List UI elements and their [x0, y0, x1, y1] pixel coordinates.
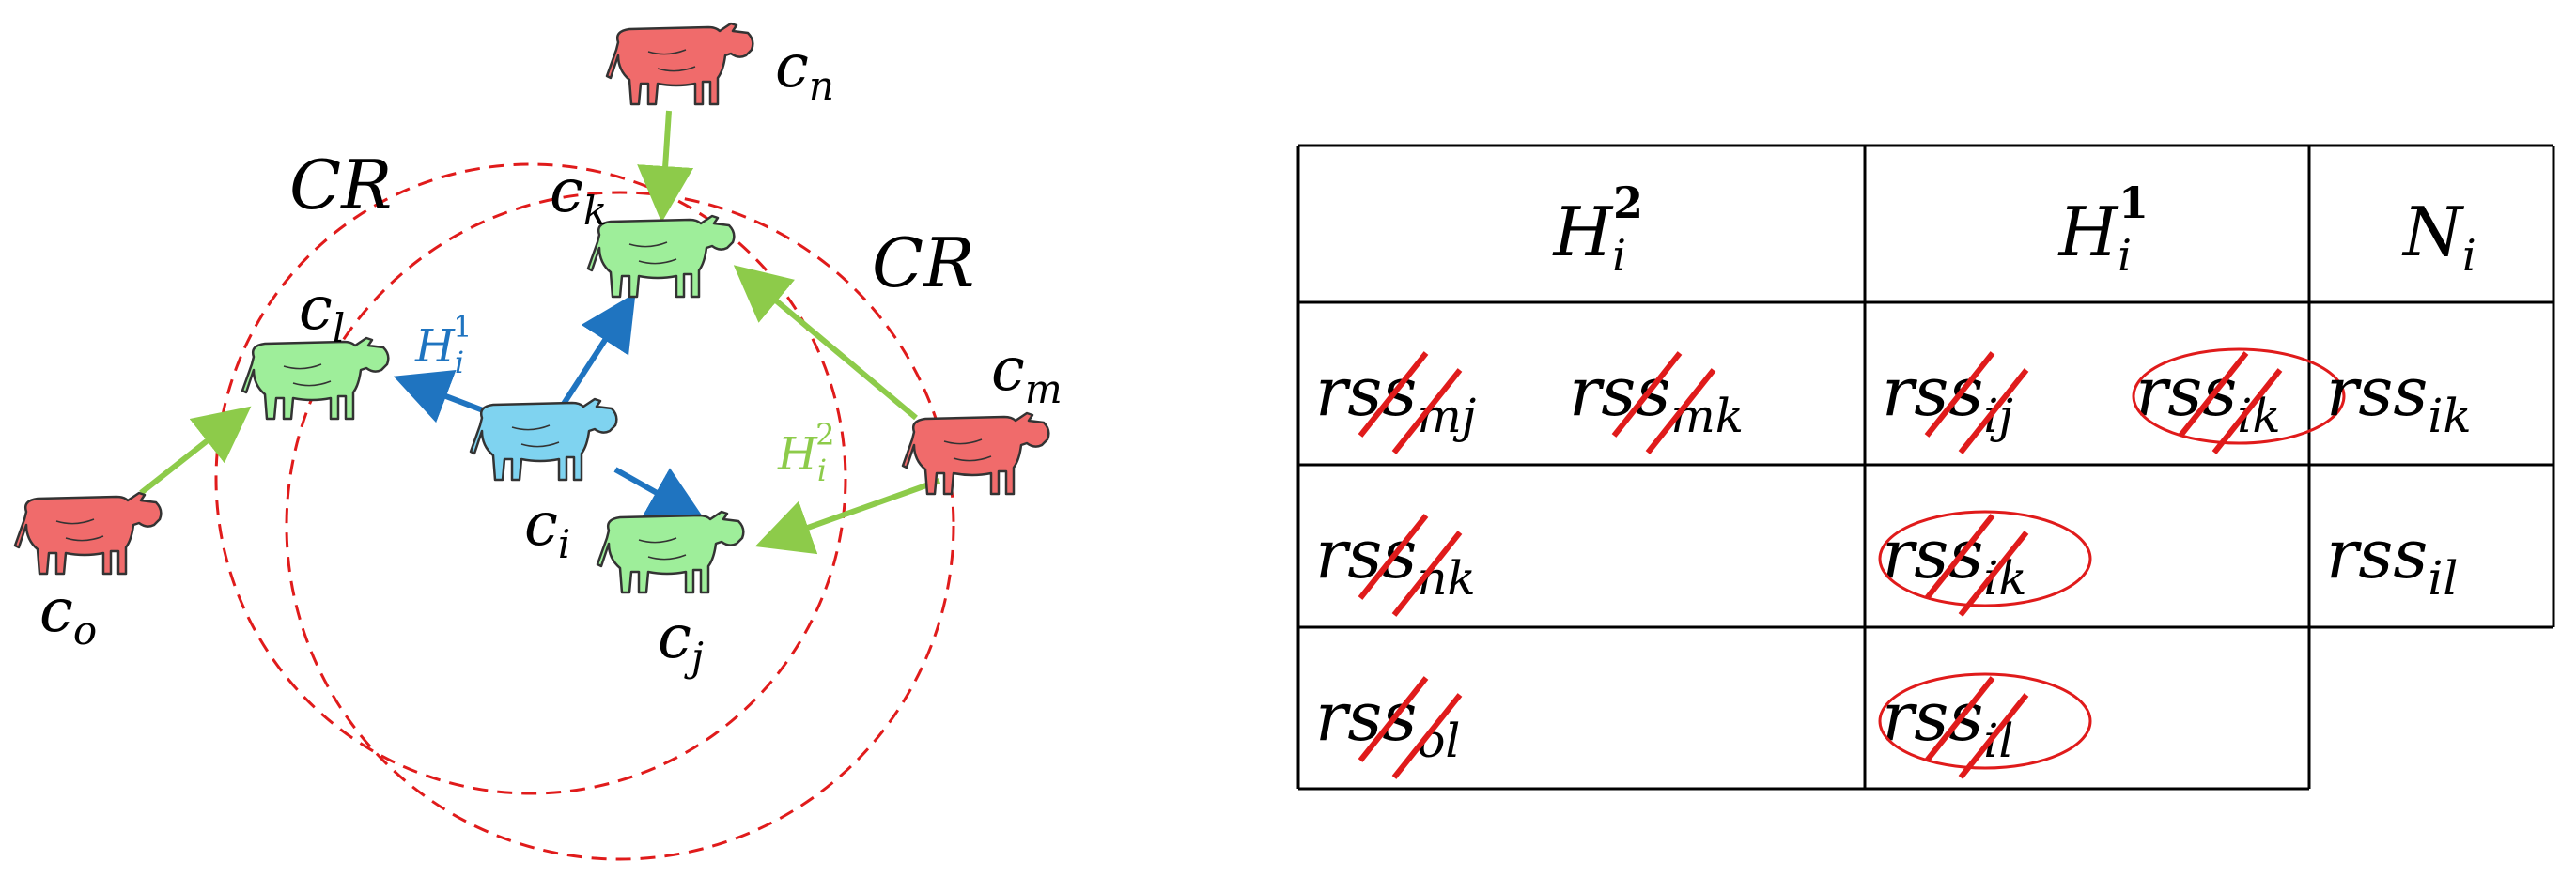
strike-mark — [1391, 368, 1463, 454]
strike-mark — [1391, 531, 1463, 617]
table-header-2: Hi1 — [2057, 177, 2149, 281]
range-label-right: CR — [872, 223, 974, 302]
table-header-1: Hi2 — [1552, 177, 1644, 281]
table-entry: rssol — [1315, 677, 1460, 768]
cow-l-icon — [241, 336, 390, 421]
table-entry: rssik — [1882, 515, 2027, 606]
arrow-i-to-j — [613, 467, 706, 520]
cow-m-icon — [901, 411, 1050, 496]
range-circle-left — [214, 162, 847, 795]
cow-l-label: cl — [299, 274, 345, 351]
strike-mark — [2178, 351, 2249, 438]
strike-mark — [1645, 368, 1716, 454]
cow-o-icon — [13, 491, 163, 576]
table-entry: rssnk — [1315, 515, 1476, 606]
strike-mark — [1958, 368, 2029, 454]
rss-table: Hi2 Hi1 Ni rssmj rssmk rssij rssik rssik rssnk rs… — [1296, 144, 2555, 791]
strike-mark — [1358, 514, 1429, 600]
cow-i-label: ci — [524, 490, 570, 567]
range-label-left: CR — [289, 146, 392, 224]
arrow-i-to-k — [561, 292, 636, 406]
table-header-3: Ni — [2401, 192, 2476, 281]
strike-mark — [1391, 693, 1463, 779]
cow-k-label: ck — [550, 157, 607, 234]
table-entry: rssij — [1882, 352, 2013, 443]
table-entry: rssil — [2326, 515, 2458, 606]
circle-mark — [1878, 510, 2092, 607]
cow-n-label: cn — [775, 32, 834, 109]
strike-mark — [1924, 514, 1995, 600]
cow-j-icon — [596, 510, 745, 594]
strike-mark — [1358, 676, 1429, 762]
arrow-m-to-j — [754, 478, 941, 555]
cow-i-icon — [469, 397, 618, 482]
arrow-n-to-k — [637, 110, 694, 223]
cow-j-label: cj — [658, 603, 704, 680]
cow-o-label: co — [39, 577, 97, 654]
strike-mark — [1958, 693, 2029, 779]
table-entry: rssmj — [1315, 352, 1476, 443]
two-hop-label: Hi2 — [777, 417, 834, 488]
table-entry: rssmk — [1569, 352, 1744, 443]
arrow-o-to-l — [139, 406, 252, 496]
table-entry: rssik — [2326, 352, 2472, 443]
strike-mark — [1924, 676, 1995, 762]
strike-mark — [1958, 531, 2029, 617]
cow-m-label: cm — [991, 335, 1063, 412]
strike-mark — [1358, 351, 1429, 438]
range-circle-right — [285, 191, 955, 861]
table-entry: rssil — [1882, 677, 2013, 768]
strike-mark — [1611, 351, 1683, 438]
cow-k-icon — [586, 214, 736, 299]
strike-mark — [1924, 351, 1995, 438]
arrow-m-to-k — [733, 265, 918, 421]
strike-mark — [2211, 368, 2283, 454]
circle-mark — [2132, 347, 2346, 445]
cow-n-icon — [605, 22, 754, 106]
one-hop-label: Hi1 — [414, 309, 472, 380]
circle-mark — [1878, 672, 2092, 770]
